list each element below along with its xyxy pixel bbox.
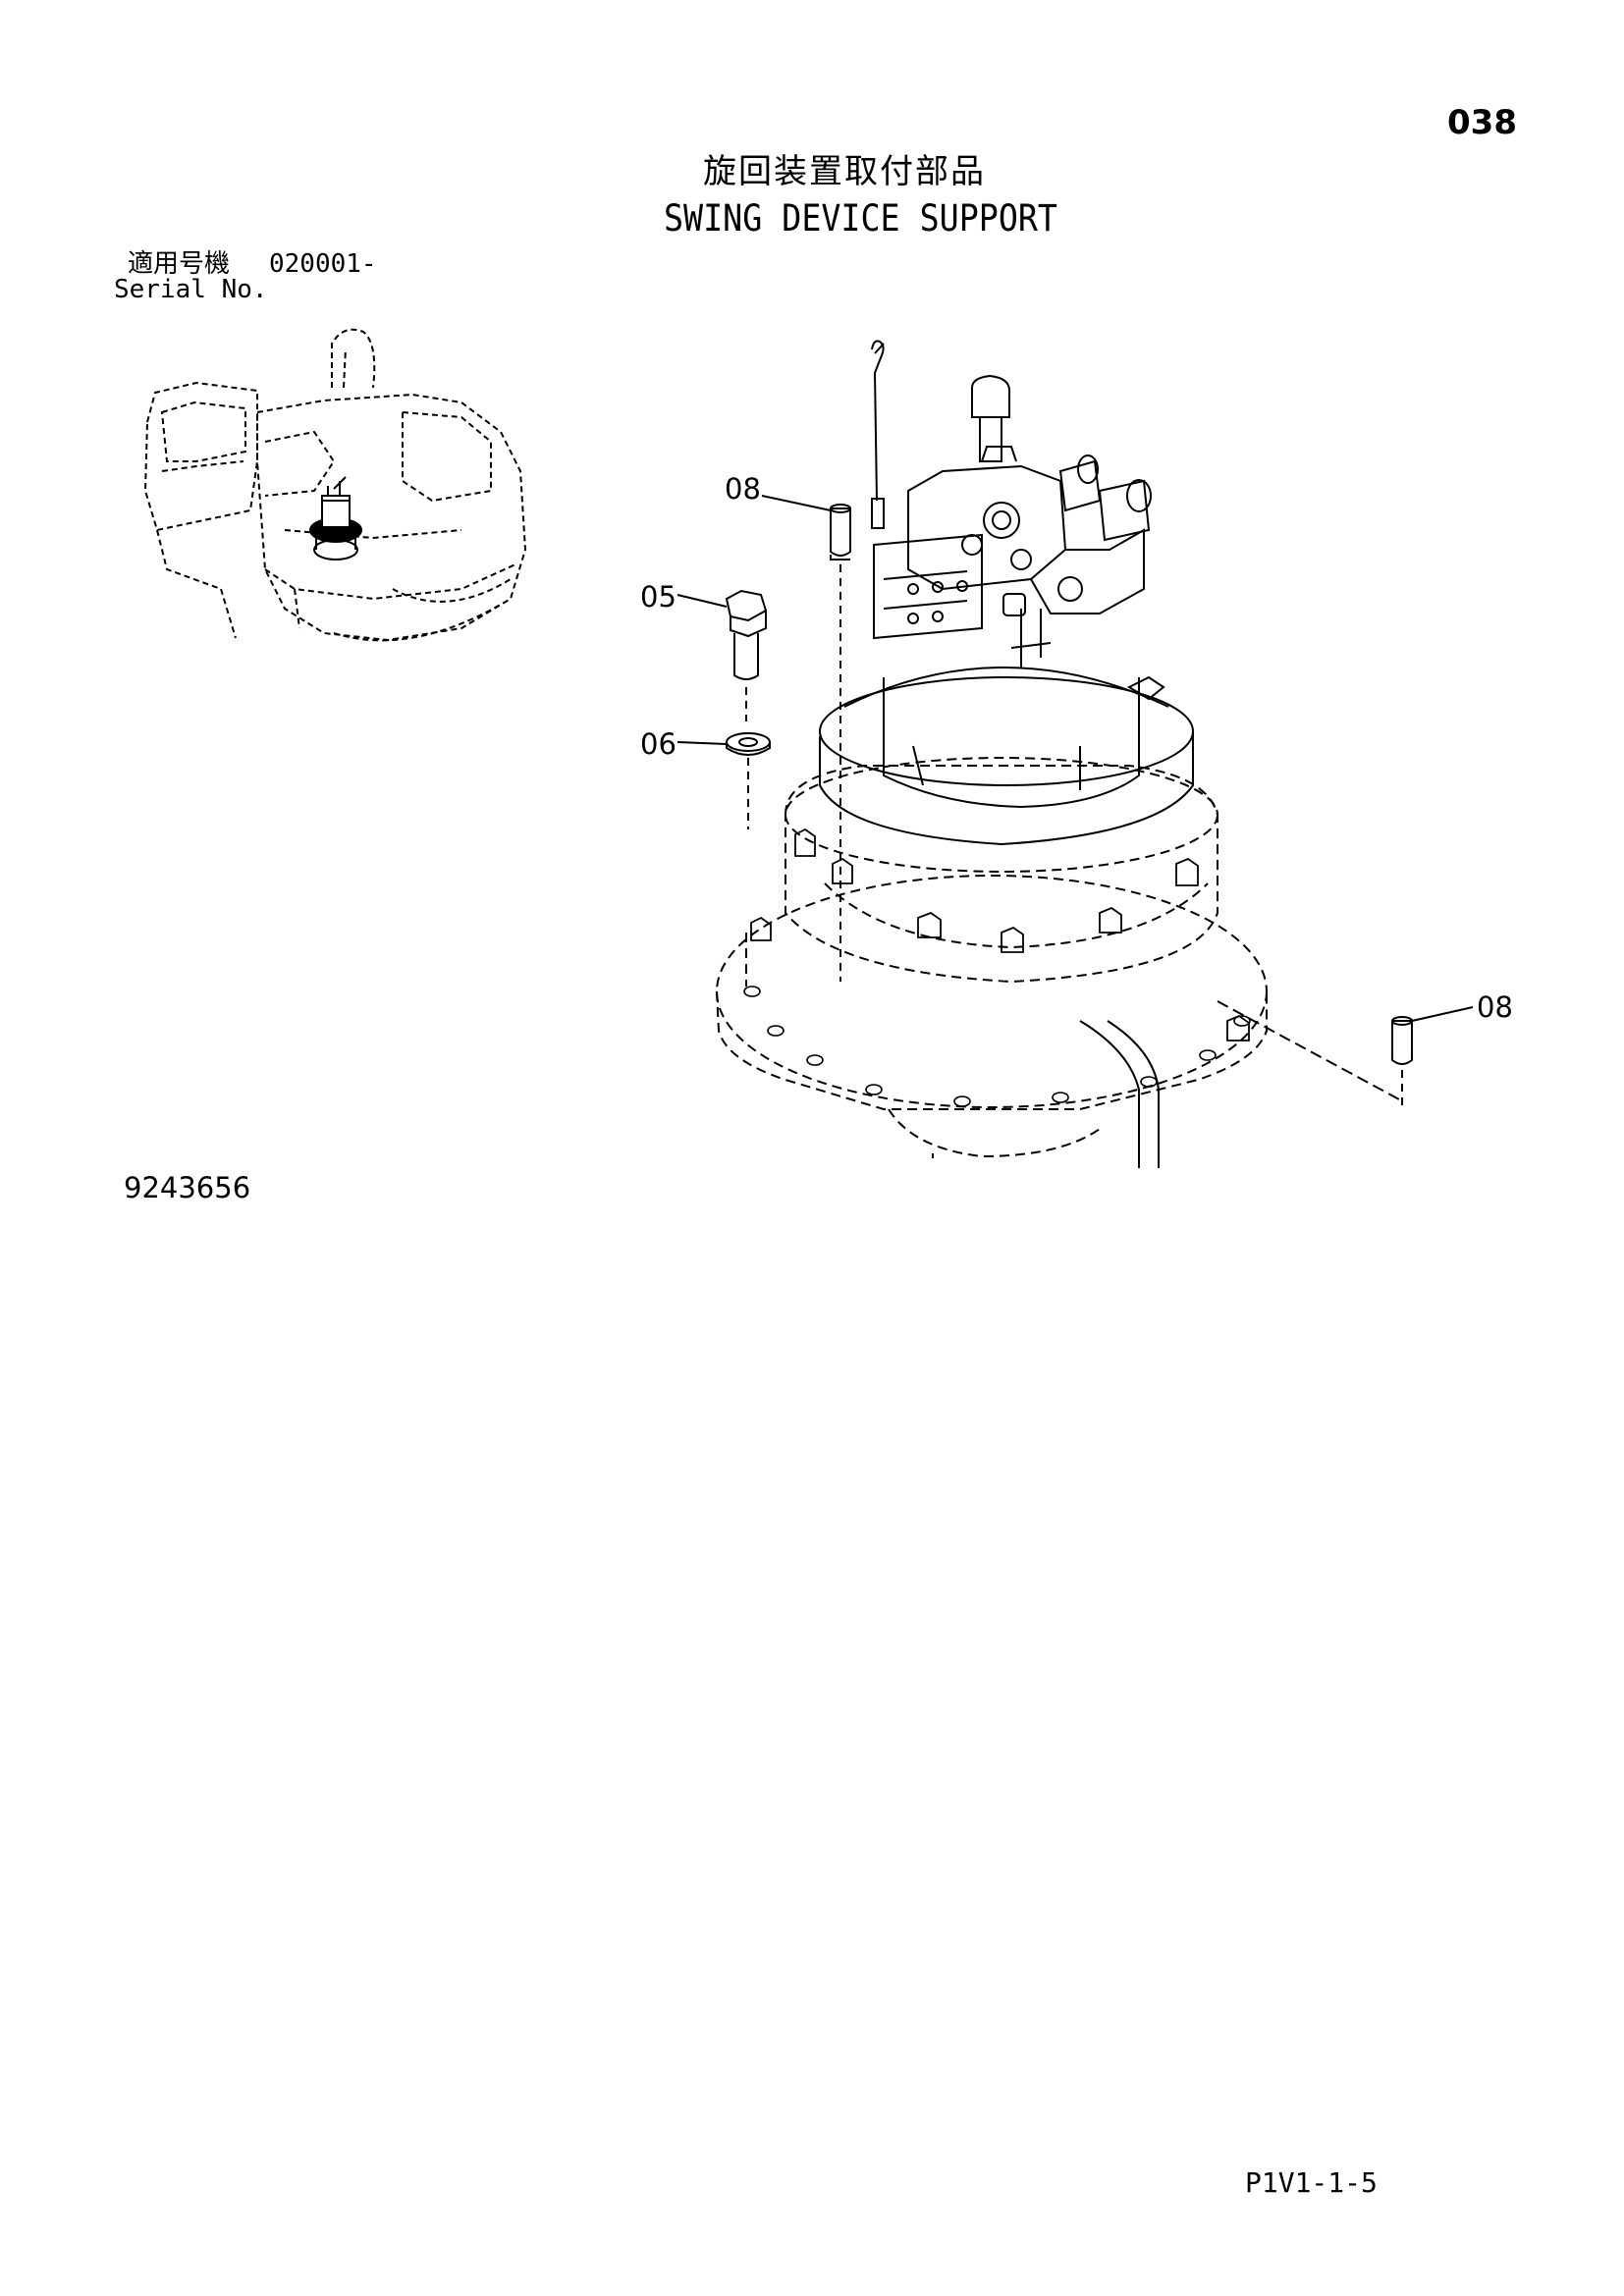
swing-device-highlight (309, 476, 362, 561)
page-code: P1V1-1-5 (1245, 2166, 1378, 2199)
callout-08-upper: 08 (725, 472, 761, 506)
callout-08-lower: 08 (1477, 990, 1513, 1024)
drawing-number: 9243656 (124, 1171, 251, 1204)
part-06-washer (677, 732, 771, 829)
serial-label-japanese: 適用号機 (128, 249, 231, 279)
swing-device-assembly (716, 340, 1268, 1168)
callout-06: 06 (640, 727, 677, 761)
part-08-upper (761, 495, 851, 982)
serial-label-english: Serial No. (114, 275, 268, 304)
callout-05: 05 (640, 580, 677, 614)
title-japanese: 旋回装置取付部品 (703, 152, 986, 191)
title-english: SWING DEVICE SUPPORT (664, 197, 1057, 240)
part-05-bolt (677, 589, 768, 721)
part-08-lower (1217, 1000, 1474, 1109)
serial-range: 020001- (269, 249, 377, 279)
page-number: 038 (1447, 103, 1517, 142)
excavator-locator-thumbnail (143, 328, 527, 642)
